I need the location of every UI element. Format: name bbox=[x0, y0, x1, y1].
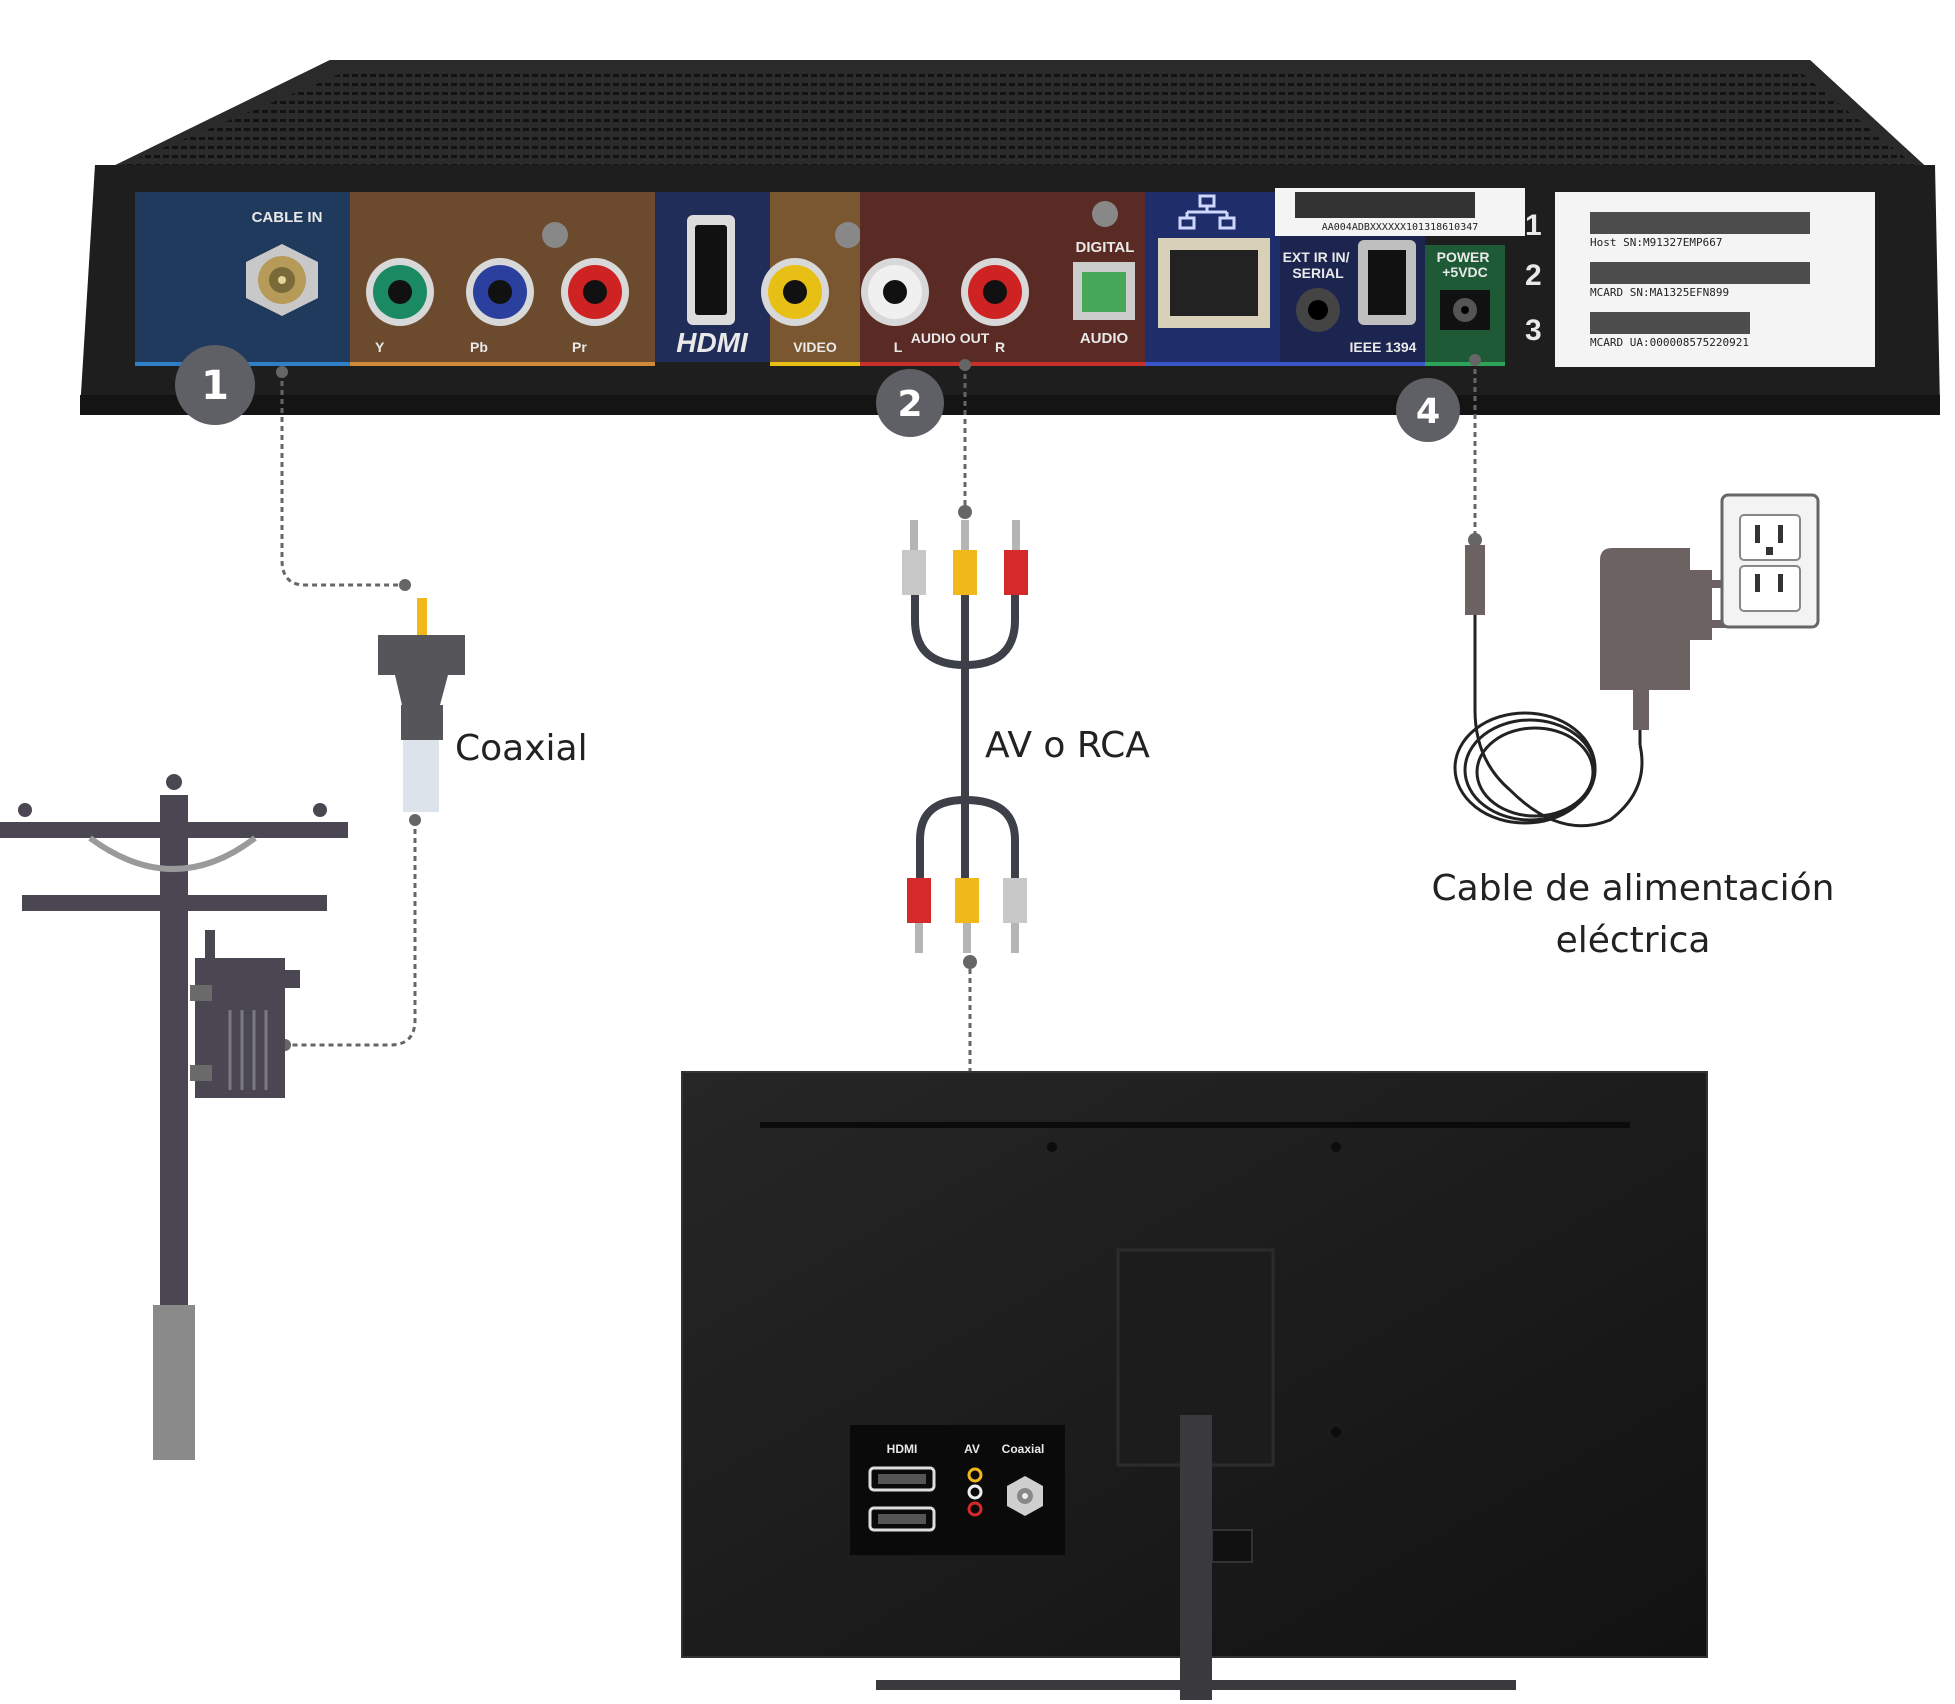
audio-r-port[interactable] bbox=[961, 258, 1029, 326]
cable-in-label: CABLE IN bbox=[252, 209, 323, 226]
ieee-1394-label: IEEE 1394 bbox=[1350, 339, 1417, 355]
y-port-label: Y bbox=[375, 339, 385, 355]
tv-av-label: AV bbox=[964, 1442, 980, 1456]
digital-audio-label: AUDIO bbox=[1080, 330, 1129, 347]
tv-hdmi-port-2[interactable] bbox=[868, 1506, 936, 1532]
coax-line-top bbox=[280, 372, 405, 587]
power-line2: +5VDC bbox=[1442, 264, 1488, 280]
pb-port[interactable] bbox=[466, 258, 534, 326]
step-badge-1: 1 bbox=[175, 345, 255, 425]
barcode-sticker-top: AA004ADBXXXXXX101318610347 bbox=[1275, 188, 1525, 236]
mcard-ua-text: MCARD UA:000008575220921 bbox=[1590, 336, 1749, 349]
slot-number-3: 3 bbox=[1525, 314, 1542, 347]
slot-number-1: 1 bbox=[1525, 209, 1542, 242]
tv-av-audio-l-port[interactable] bbox=[967, 1484, 983, 1500]
audio-l-label: L bbox=[894, 339, 903, 355]
ieee-1394-port[interactable] bbox=[1358, 240, 1416, 325]
ext-ir-label: EXT IR IN/ SERIAL bbox=[1283, 249, 1354, 281]
ext-ir-line2: SERIAL bbox=[1292, 265, 1344, 281]
rca-cable-icon bbox=[902, 520, 1028, 953]
wall-outlet-icon bbox=[1720, 493, 1820, 629]
tv-coaxial-label: Coaxial bbox=[1002, 1442, 1045, 1456]
cable-in-port[interactable] bbox=[246, 244, 318, 316]
pr-port[interactable] bbox=[561, 258, 629, 326]
hdmi-label: HDMI bbox=[676, 327, 749, 358]
television: HDMI AV Coaxial bbox=[681, 1071, 1708, 1700]
step-badge-4-label: 4 bbox=[1416, 392, 1440, 432]
ethernet-port[interactable] bbox=[1158, 238, 1270, 328]
step-badge-2-label: 2 bbox=[897, 384, 922, 425]
power-label: POWER +5VDC bbox=[1437, 249, 1494, 280]
transformer-icon bbox=[190, 958, 300, 1098]
network-icon bbox=[1178, 194, 1236, 230]
tv-av-video-port[interactable] bbox=[967, 1467, 983, 1483]
pr-port-label: Pr bbox=[572, 339, 587, 355]
av-rca-label: AV o RCA bbox=[985, 725, 1150, 766]
coaxial-connector-icon bbox=[378, 598, 465, 812]
step-badge-1-label: 1 bbox=[201, 363, 229, 409]
tv-av-audio-r-port[interactable] bbox=[967, 1501, 983, 1517]
y-port[interactable] bbox=[366, 258, 434, 326]
step-badge-2: 2 bbox=[876, 369, 944, 437]
power-cable-label-line2: eléctrica bbox=[1556, 920, 1711, 961]
power-cable-label-line1: Cable de alimentación bbox=[1432, 868, 1835, 909]
coax-line-bottom bbox=[285, 820, 417, 1047]
tv-hdmi-port-1[interactable] bbox=[868, 1466, 936, 1492]
slot-number-2: 2 bbox=[1525, 259, 1542, 292]
set-top-box: CABLE IN Y Pb Pr HDMI VIDEO L bbox=[80, 60, 1940, 415]
tv-coaxial-port[interactable] bbox=[1007, 1476, 1043, 1516]
video-port[interactable] bbox=[761, 258, 829, 326]
coaxial-label: Coaxial bbox=[455, 728, 588, 769]
utility-pole-icon bbox=[0, 774, 348, 1460]
screw-icon bbox=[835, 222, 861, 248]
mcard-sn-text: MCARD SN:MA1325EFN899 bbox=[1590, 286, 1729, 299]
ext-ir-line1: EXT IR IN/ bbox=[1283, 249, 1350, 265]
tv-hdmi-label: HDMI bbox=[887, 1442, 918, 1456]
hdmi-port[interactable] bbox=[687, 215, 735, 325]
digital-label: DIGITAL bbox=[1076, 239, 1135, 256]
barcode-top-text: AA004ADBXXXXXX101318610347 bbox=[1322, 222, 1479, 233]
screw-icon bbox=[1092, 201, 1118, 227]
power-adapter-icon bbox=[1453, 545, 1752, 828]
ext-ir-port[interactable] bbox=[1296, 288, 1340, 332]
box-top-vents bbox=[95, 60, 1935, 175]
screw-icon bbox=[542, 222, 568, 248]
digital-audio-port[interactable] bbox=[1073, 262, 1135, 320]
pb-port-label: Pb bbox=[470, 339, 488, 355]
tv-port-panel: HDMI AV Coaxial bbox=[850, 1425, 1065, 1555]
tv-stand-base bbox=[876, 1680, 1516, 1690]
tv-stand-neck bbox=[1180, 1415, 1212, 1700]
audio-r-label: R bbox=[995, 339, 1005, 355]
serial-label-panel: Host SN:M91327EMP667 MCARD SN:MA1325EFN8… bbox=[1555, 192, 1875, 367]
audio-out-label: AUDIO OUT bbox=[911, 330, 990, 346]
video-label: VIDEO bbox=[793, 339, 837, 355]
audio-l-port[interactable] bbox=[861, 258, 929, 326]
step-badge-4: 4 bbox=[1396, 378, 1460, 442]
power-line1: POWER bbox=[1437, 249, 1490, 265]
power-port[interactable] bbox=[1440, 290, 1490, 330]
host-sn-text: Host SN:M91327EMP667 bbox=[1590, 236, 1722, 249]
